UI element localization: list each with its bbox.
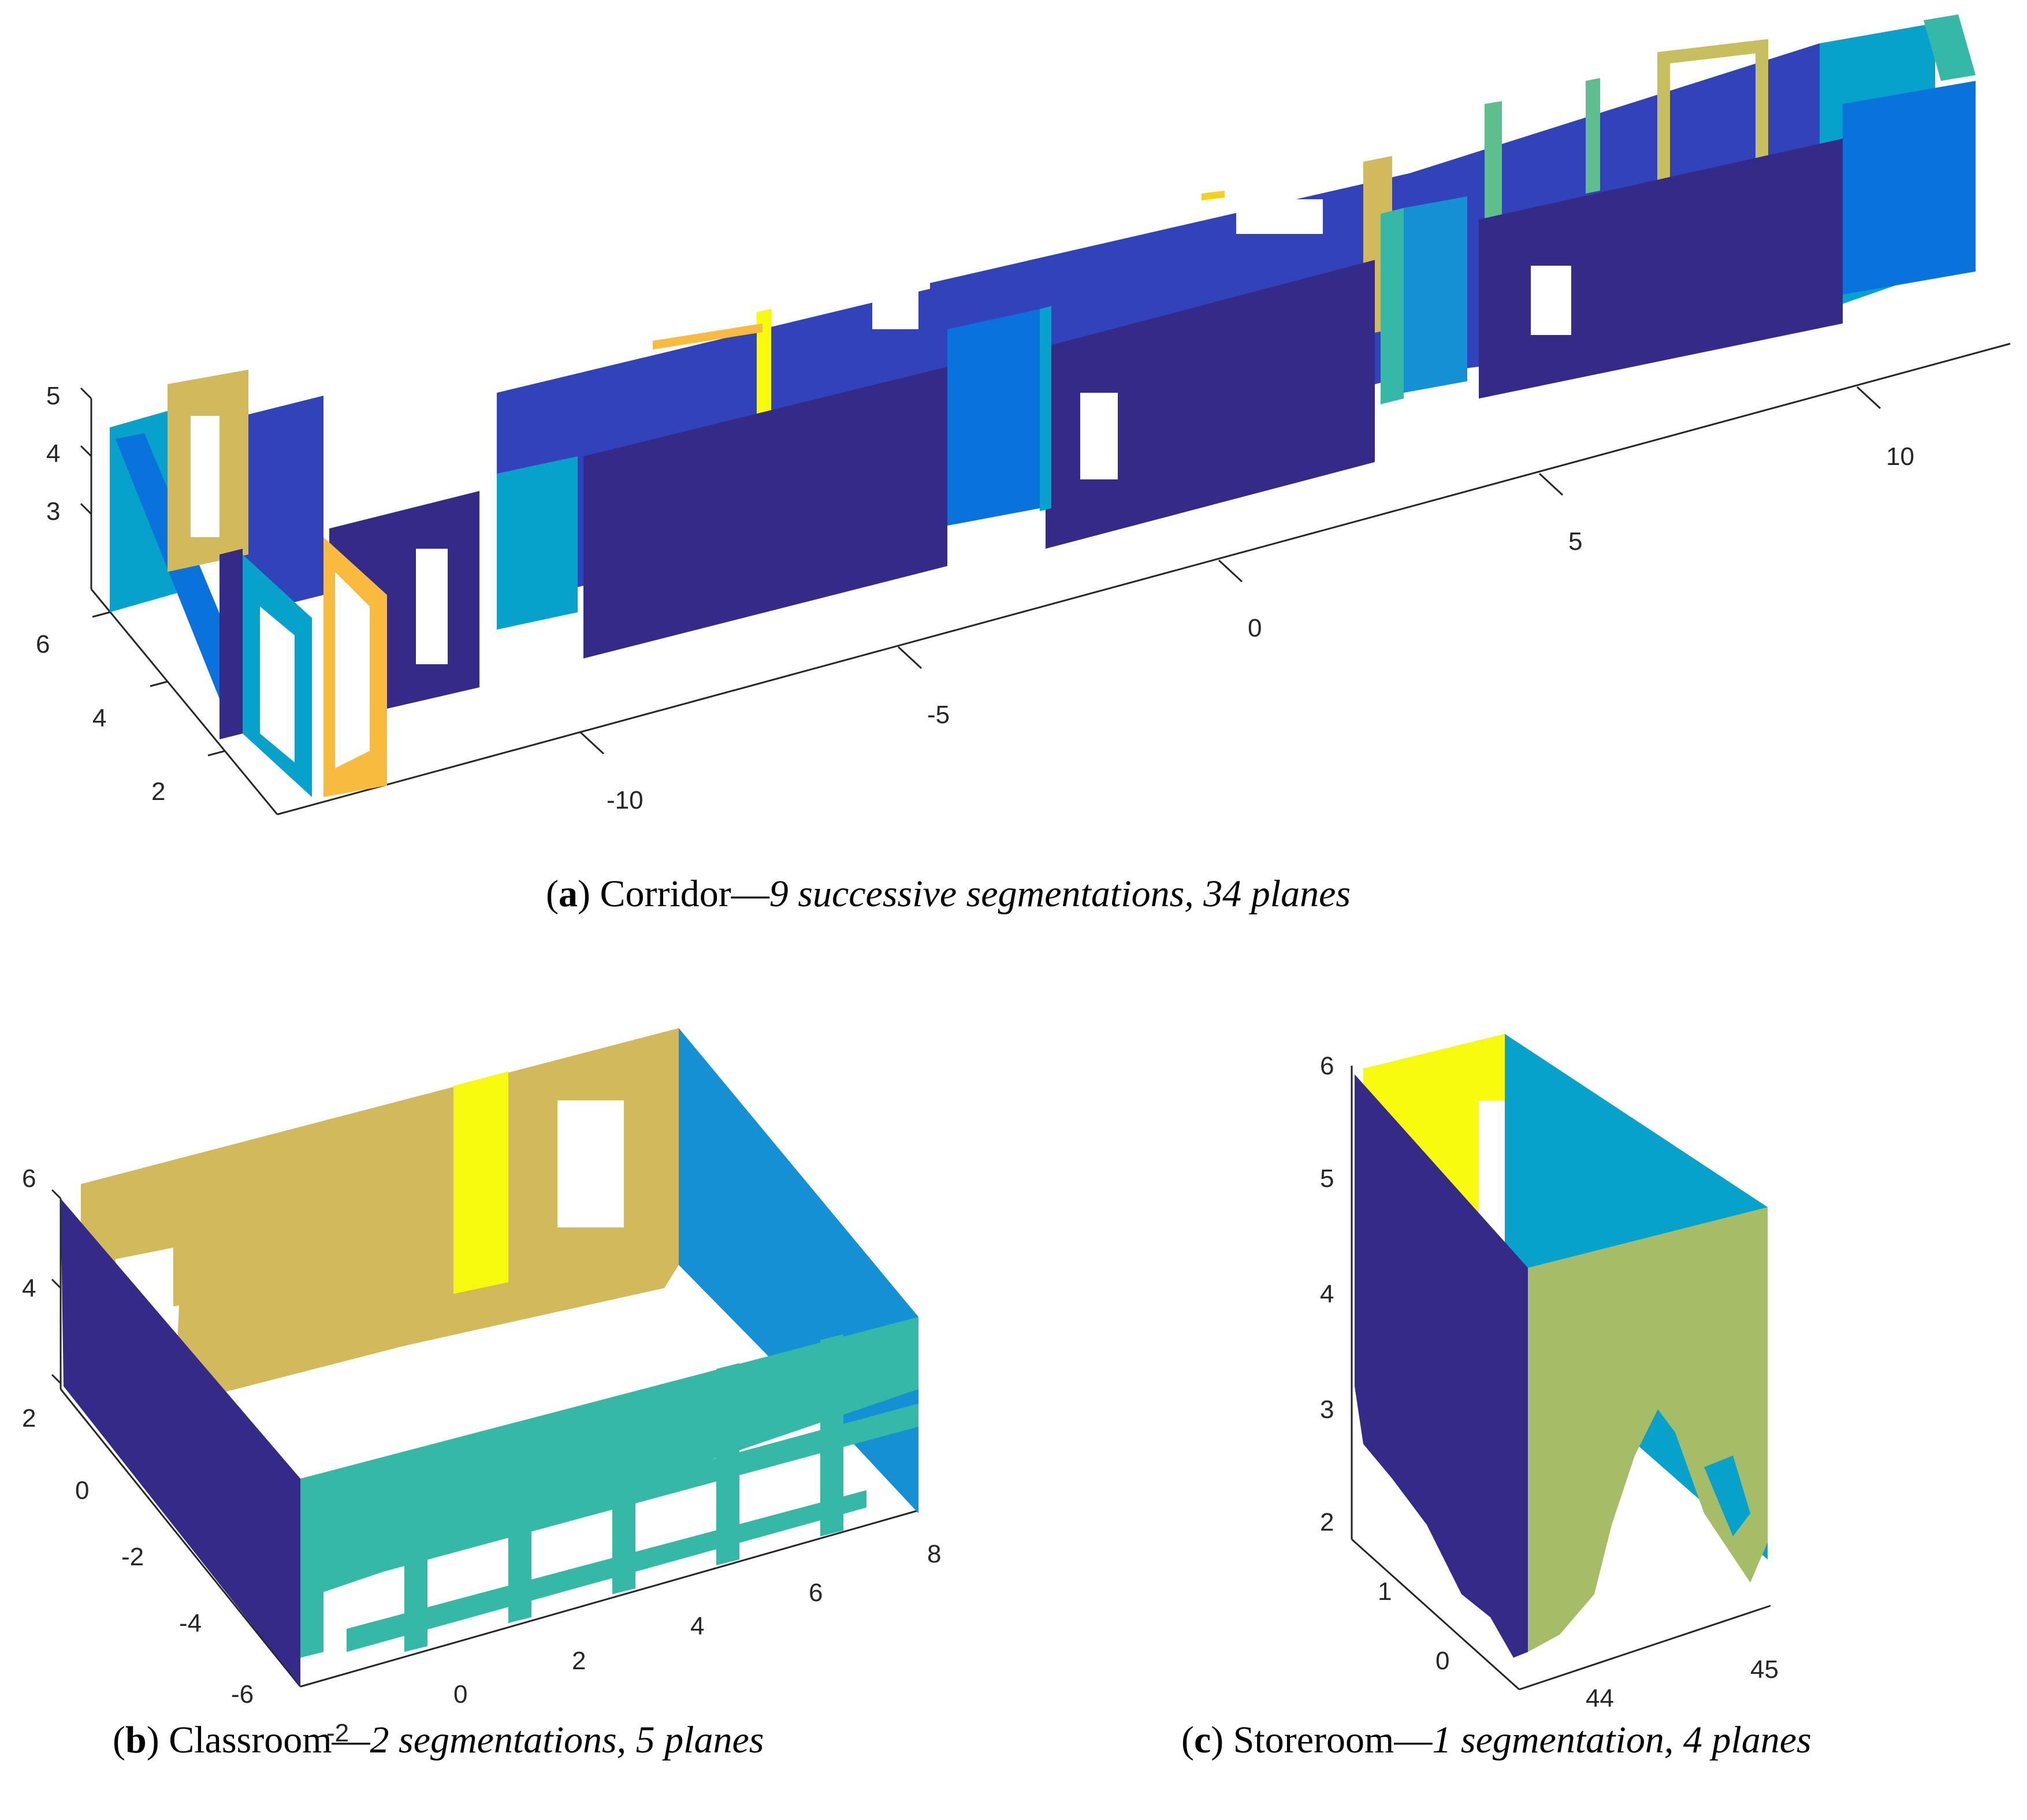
panel-a-y-tick: 2	[151, 777, 165, 806]
panel-a-y-tick: 4	[92, 704, 106, 732]
panel-a-y-axis	[90, 589, 278, 815]
corridor-door-frame-orange	[653, 323, 763, 349]
corridor-door-frame-yellow	[757, 309, 771, 419]
panel-c-z-tick: 3	[1320, 1395, 1334, 1424]
panel-a-z-tick: 5	[46, 382, 60, 410]
panel-c-x-tick: 44	[1586, 1684, 1614, 1713]
panel-c-z-tick: 4	[1320, 1280, 1334, 1308]
storeroom-wall-gap	[1704, 1456, 1750, 1536]
corridor-left-post	[220, 549, 243, 739]
panel-b-x-tick: 4	[690, 1612, 704, 1640]
panel-c-x-axis	[1519, 1605, 1771, 1691]
panel-a-x-tick: 10	[1886, 442, 1914, 471]
classroom-front-base	[347, 1490, 866, 1652]
panel-b-x-tick: 6	[809, 1579, 823, 1607]
caption-c-name: Storeroom	[1233, 1719, 1394, 1761]
panel-b-x-tick: -2	[326, 1719, 349, 1747]
caption-a-name: Corridor	[600, 873, 731, 915]
panel-b-z-tick: 6	[22, 1164, 36, 1193]
caption-b-name: Classroom	[169, 1719, 332, 1761]
caption-b-letter: b	[125, 1719, 147, 1761]
corridor-recess-edge	[1040, 306, 1051, 511]
caption-c-detail: 1 segmentation, 4 planes	[1432, 1719, 1812, 1761]
corridor-recess-teal	[1381, 208, 1404, 404]
panel-c-y-axis	[1351, 1538, 1520, 1691]
panel-c-x-tick: 45	[1750, 1655, 1779, 1684]
caption-c-dash: —	[1394, 1719, 1433, 1761]
panel-b-z-tick: 2	[22, 1404, 36, 1432]
caption-b-dash: —	[332, 1719, 370, 1761]
panel-b-plot: 6 4 2 0 -2 -4 -6 -2 0 2 4 6 8	[22, 1028, 941, 1747]
caption-c-letter: c	[1193, 1719, 1211, 1761]
caption-a-letter: a	[558, 873, 578, 915]
corridor-doorway	[1080, 393, 1118, 479]
classroom-left-wall	[61, 1199, 300, 1687]
panel-a-x-axis	[277, 343, 2011, 816]
caption-c: (c) Storeroom—1 segmentation, 4 planes	[1181, 1719, 1812, 1761]
caption-b: (b) Classroom—2 segmentations, 5 planes	[113, 1719, 764, 1761]
panel-c-plot: 6 5 4 3 2 1 0 44 45	[1320, 1034, 1779, 1713]
panel-b-y-tick: 0	[75, 1476, 89, 1505]
panel-c-y-tick: 1	[1378, 1577, 1392, 1606]
panel-a-x-tick: -5	[927, 701, 950, 729]
panel-c-z-tick: 2	[1320, 1508, 1334, 1536]
caption-a: (a) Corridor—9 successive segmentations,…	[546, 873, 1351, 915]
corridor-end-cap	[1924, 14, 1976, 81]
classroom-front-post	[300, 1473, 323, 1658]
corridor-front-wall-3	[1046, 260, 1375, 549]
panel-a-x-tick: 5	[1568, 527, 1582, 556]
corridor-left-door-orange-opening	[335, 572, 370, 768]
panel-b-y-tick: -4	[179, 1609, 202, 1637]
panel-c-y-tick: 0	[1435, 1647, 1449, 1675]
corridor-doorway	[1531, 266, 1571, 335]
corridor-front-wall-2	[583, 367, 947, 658]
panel-c-z-tick: 5	[1320, 1164, 1334, 1193]
panel-b-y-axis	[59, 1389, 302, 1687]
panel-b-z-tick: 4	[22, 1274, 36, 1302]
panel-a-y-tick: 6	[36, 630, 50, 658]
corridor-recess-cerulean	[497, 456, 578, 630]
corridor-end-recess	[1843, 81, 1976, 295]
corridor-side-wall	[243, 396, 323, 615]
panel-b-x-tick: 2	[572, 1647, 586, 1675]
corridor-window	[664, 160, 745, 248]
corridor-recess-azure	[947, 309, 1040, 526]
panel-c-z-tick: 6	[1320, 1052, 1334, 1080]
panel-a-z-tick: 4	[46, 440, 60, 468]
corridor-left-opening	[191, 416, 220, 537]
panel-b-x-tick: 8	[927, 1540, 941, 1568]
classroom-door-opening	[557, 1100, 624, 1227]
panel-a-z-tick: 3	[46, 497, 60, 526]
caption-a-dash: —	[731, 873, 769, 915]
caption-b-detail: 2 segmentations, 5 planes	[370, 1719, 764, 1761]
storeroom-left-wall	[1355, 1074, 1528, 1658]
corridor-yellow-fragment	[1202, 191, 1225, 200]
corridor-recess-sky	[1404, 196, 1467, 393]
corridor-door-jamb	[1485, 101, 1502, 222]
panel-a-x-tick: -10	[607, 786, 644, 814]
corridor-window	[872, 289, 918, 329]
corridor-doorway	[416, 549, 448, 664]
classroom-front-rail	[300, 1404, 918, 1594]
panel-b-x-axis	[300, 1509, 919, 1688]
corridor-left-door-opening	[260, 606, 295, 762]
panel-b-y-tick: -6	[231, 1680, 254, 1709]
classroom-door-yellow	[453, 1071, 508, 1294]
panel-a-plot: 5 4 3 6 4 2 -10 -5 0 5 10	[36, 14, 2011, 816]
panel-b-x-tick: 0	[453, 1680, 467, 1709]
storeroom-front-wall	[1528, 1207, 1768, 1652]
corridor-door-jamb	[1586, 78, 1600, 193]
caption-a-detail: 9 successive segmentations, 34 planes	[769, 873, 1351, 915]
panel-a-x-tick: 0	[1248, 614, 1262, 642]
panel-b-y-tick: -2	[121, 1543, 144, 1571]
corridor-window	[1236, 199, 1323, 234]
classroom-back-wall	[81, 1028, 679, 1432]
